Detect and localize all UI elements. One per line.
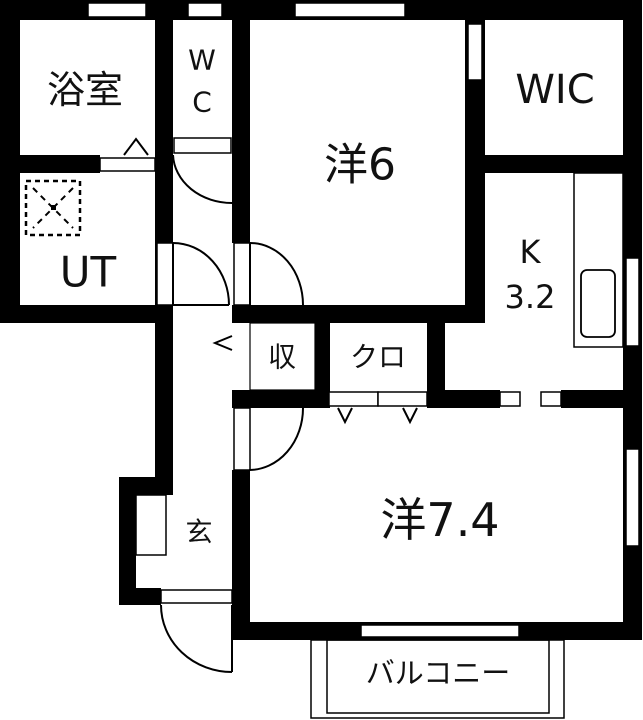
windows [87,2,640,638]
room-label-storage: 収 [268,341,296,374]
room-label-wc-w: W [188,44,216,77]
room-label-utility: UT [60,248,117,297]
room-label-western74: 洋7.4 [380,493,499,547]
room-label-closet: クロ [350,341,406,374]
room-label-kitchen: K [520,233,542,271]
fixtures [24,172,624,719]
room-label-bath: 浴室 [47,68,123,112]
room-label-balcony: バルコニー [366,656,510,690]
shoe-box [135,494,167,556]
room-label-wc-c: C [192,86,212,119]
room-label-entrance: 玄 [186,518,213,549]
room-label-western6: 洋6 [324,140,396,191]
sink-icon [580,269,616,338]
room-label-wic: WIC [515,67,594,113]
washer-space-icon [24,179,82,237]
doors [123,137,562,673]
kitchen-counter [573,172,624,348]
room-size-kitchen: 3.2 [505,278,556,316]
